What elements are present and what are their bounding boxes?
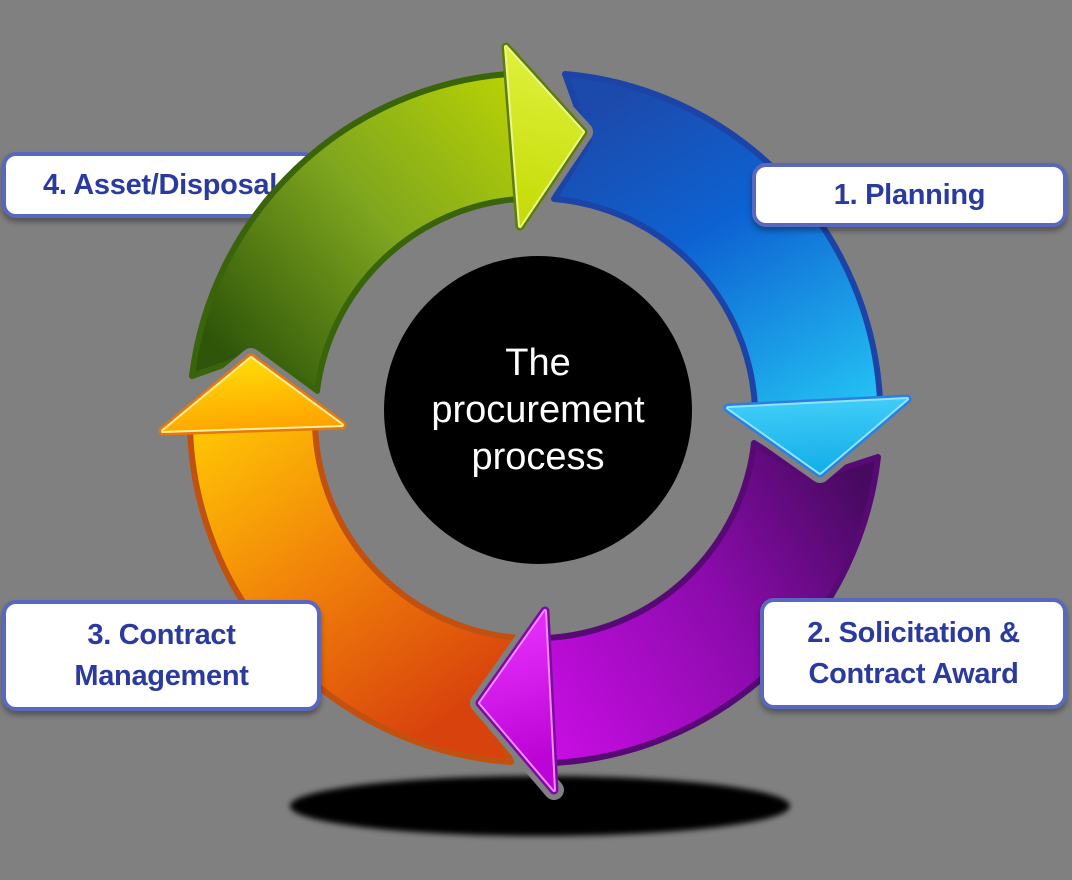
planning-arrow-band [551, 71, 883, 410]
contract-management-arrowhead-fill [163, 358, 342, 431]
label-line: 1. Planning [833, 178, 986, 211]
label-line: Management [74, 659, 249, 692]
label-box-contract-management: 3. Contract Management [2, 600, 321, 711]
label-line: 4. Asset/Disposal [43, 168, 277, 201]
planning-arrowhead-fill [728, 399, 907, 473]
center-line: The [505, 341, 571, 384]
label-box-asset-disposal: 4. Asset/Disposal [2, 152, 318, 218]
label-line: Contract Award [808, 657, 1019, 690]
ground-shadow [290, 776, 790, 836]
asset-disposal-arrow-band [189, 71, 521, 394]
label-line: 3. Contract [87, 618, 236, 651]
solicitation-arrow-band [543, 440, 881, 766]
contract-management-arrow-band [187, 423, 523, 765]
center-line: process [471, 435, 605, 478]
label-box-solicitation: 2. Solicitation & Contract Award [760, 598, 1067, 709]
asset-disposal-arrowhead-fill [506, 47, 583, 226]
center-line: procurement [431, 388, 645, 431]
center-circle: The procurement process [384, 256, 692, 564]
label-line: 2. Solicitation & [807, 616, 1020, 649]
solicitation-arrowhead-fill [480, 611, 554, 790]
label-box-planning: 1. Planning [752, 163, 1067, 227]
